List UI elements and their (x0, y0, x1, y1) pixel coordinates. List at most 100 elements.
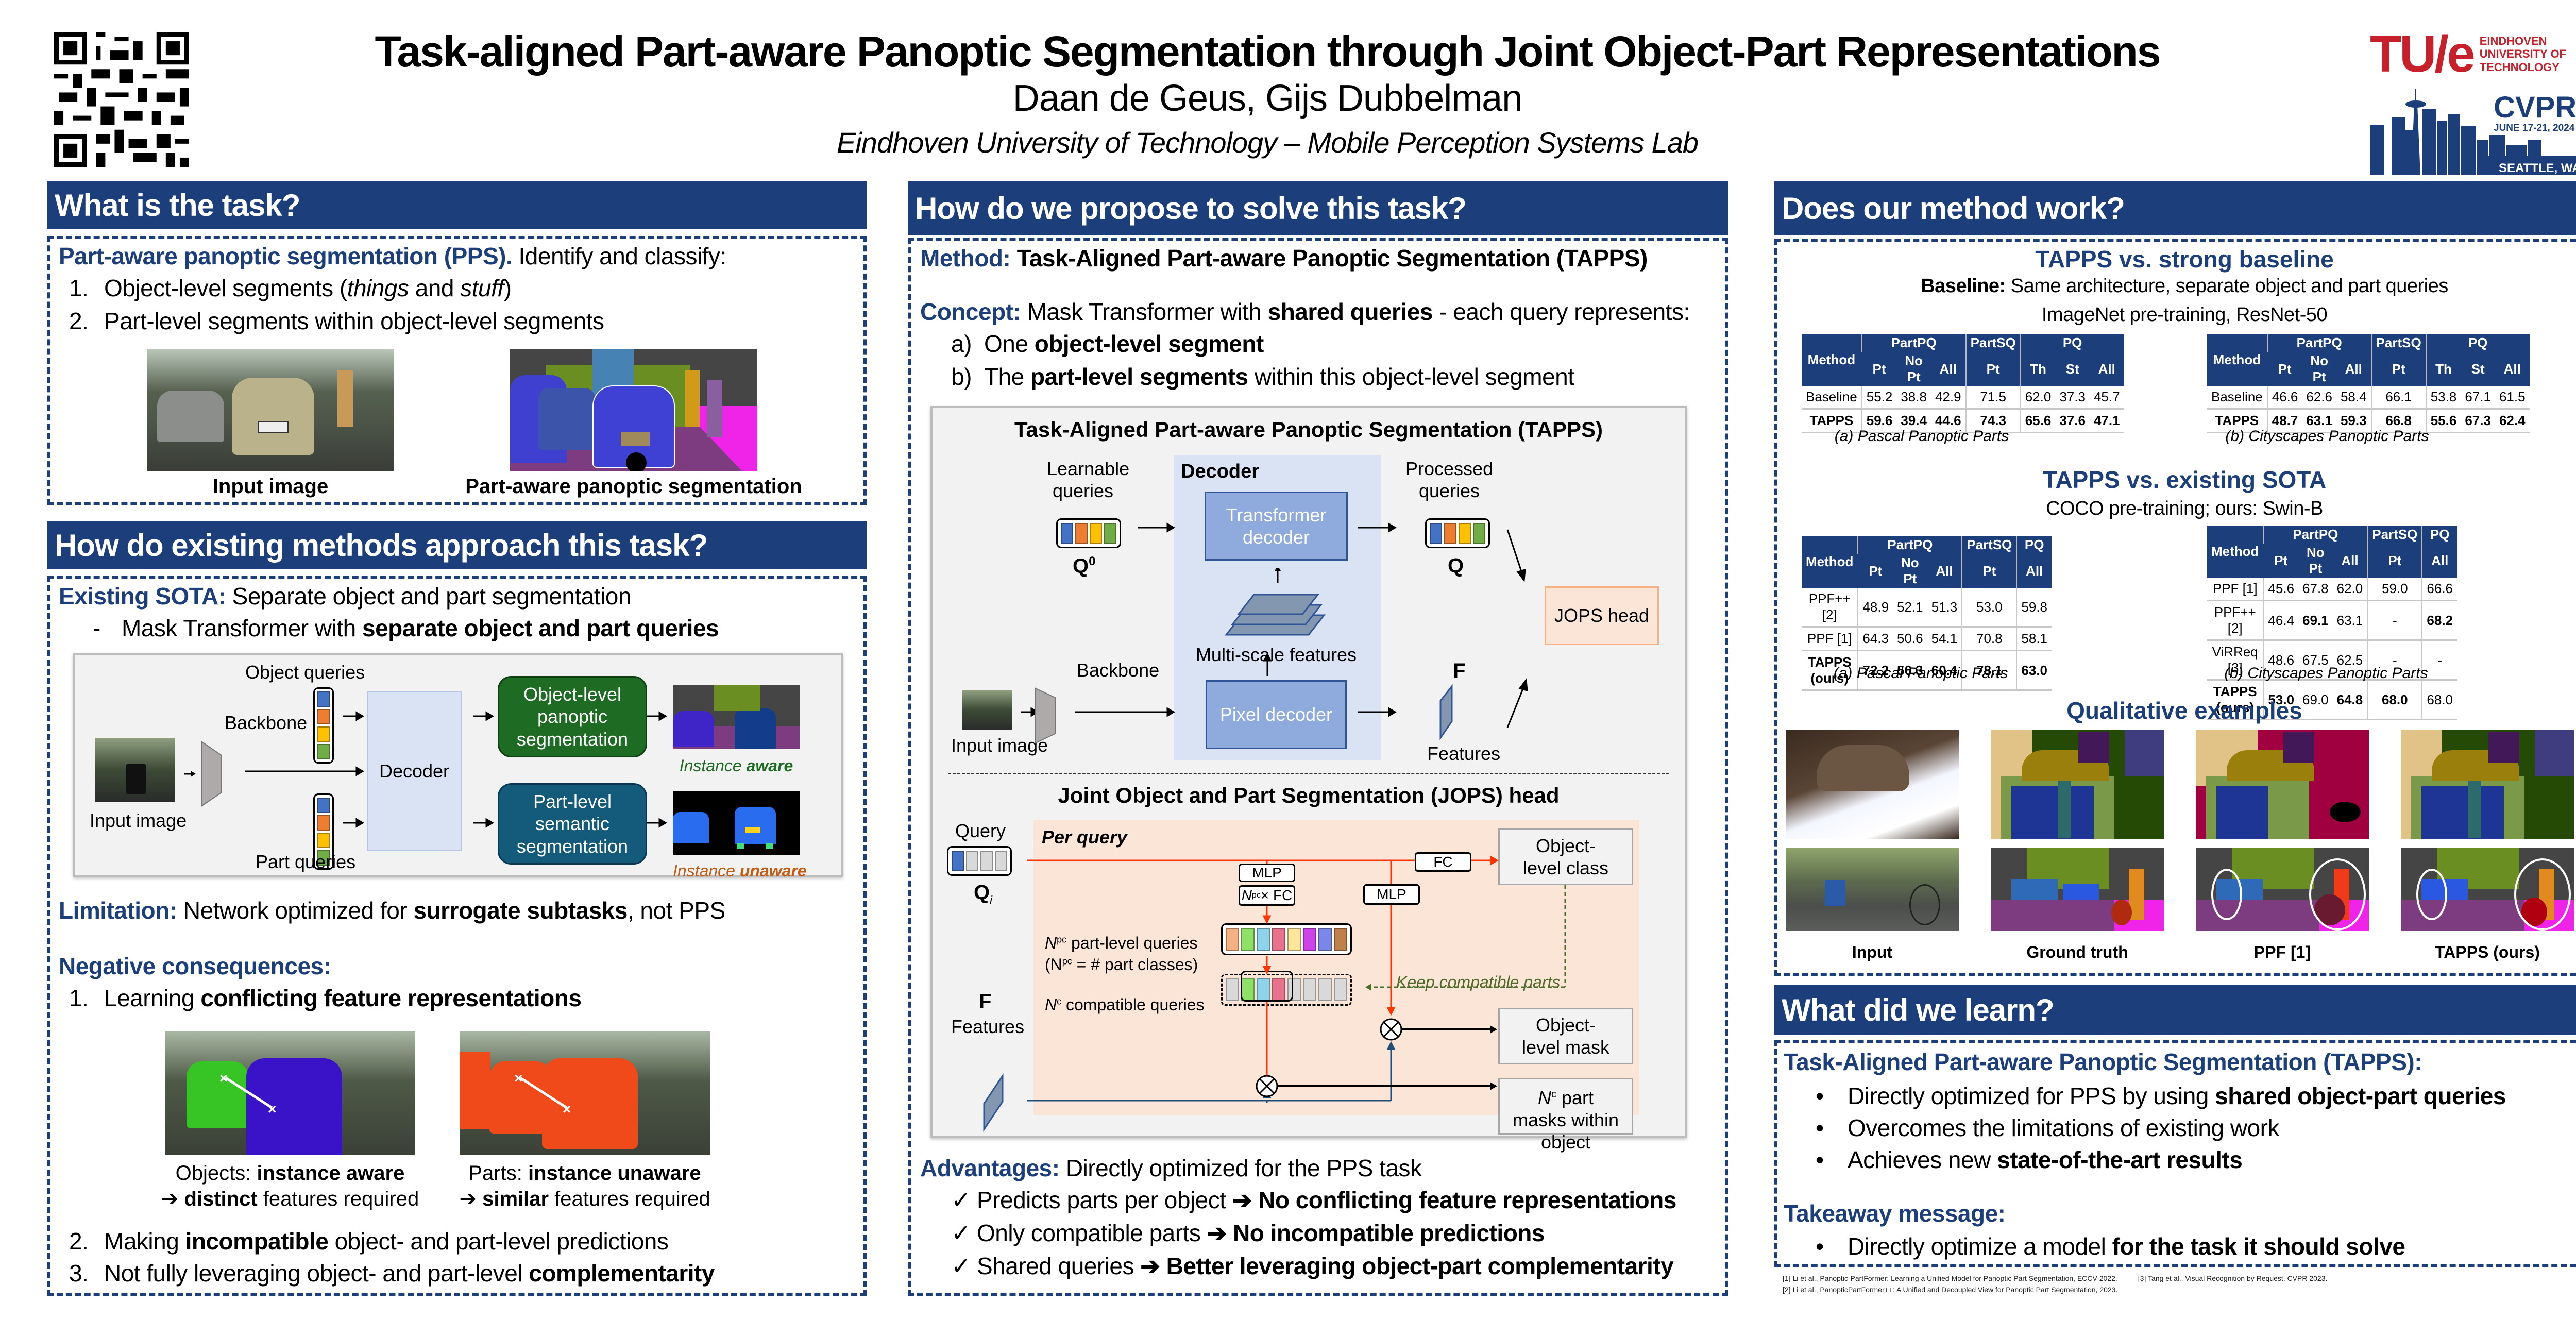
advantage-item-3: ✓Shared queries ➔ Better leveraging obje… (951, 1253, 1674, 1279)
reference-3: [3] Tang et al., Visual Recognition by R… (2138, 1274, 2328, 1282)
check-icon: ✓ (951, 1253, 971, 1279)
bullet-icon: • (1816, 1083, 1824, 1109)
table-cell-value: 62.5 (2332, 640, 2368, 681)
table-cell-value: 78.1 (1961, 650, 2017, 691)
learnable-queries-row (1056, 518, 1121, 548)
table-cell-value: 66.6 (2421, 578, 2458, 601)
table-cell-value: 54.1 (1927, 627, 1962, 651)
table-cell-method: TAPPS (2207, 409, 2268, 433)
objects-caption: Objects: instance aware ➔ distinct featu… (161, 1162, 419, 1210)
per-query-label: Per query (1042, 826, 1128, 848)
table-header-group: PQ (2016, 536, 2052, 554)
qi-label: Qi (974, 881, 993, 906)
pixel-decoder-box: Pixel decoder (1206, 680, 1347, 749)
table-cell-value: 55.2 (1861, 386, 1897, 410)
label-input-image: Input image (90, 810, 187, 831)
concept-item-b: b)The part-level segments within this ob… (951, 363, 1574, 390)
cvpr-name: CVPR (2494, 91, 2576, 124)
table-header-group: Method (2207, 334, 2267, 386)
references: [1] Li et al., Panoptic-PartFormer: Lear… (1783, 1273, 2327, 1296)
table-cell-method: Baseline (1802, 386, 1862, 410)
table-cell-value: 48.7 (2266, 409, 2302, 433)
table-header-column: All (2495, 352, 2530, 386)
qual-gt-cat (1991, 730, 2164, 839)
section-body-learn (1774, 1040, 2576, 1267)
table-cell-value: - (2367, 600, 2422, 641)
instance-aware-output (673, 685, 800, 749)
processed-queries-label: Processed queries (1405, 458, 1494, 502)
learn-item-1: •Directly optimized for PPS by using sha… (1816, 1083, 2506, 1109)
table-caption-baseline-pascal: (a) Pascal Panoptic Parts (1834, 428, 2009, 445)
tue-logo: TU/e EINDHOVEN UNIVERSITY OF TECHNOLOGY (2370, 26, 2576, 82)
table-cell-value: 58.1 (2016, 627, 2052, 651)
decoder-label: Decoder (1181, 461, 1260, 482)
keep-compatible-label: Keep compatible parts (1396, 973, 1561, 991)
table-header-column: Pt (1961, 554, 2017, 588)
table-cell-value: 44.6 (1930, 409, 1966, 433)
part-level-queries-row (1221, 923, 1352, 955)
takeaway-label: Takeaway message: (1784, 1200, 2006, 1227)
seattle-skyline-icon: CVPR JUNE 17-21, 2024 SEATTLE, WA (2370, 89, 2576, 175)
qual-tapps-cat (2401, 730, 2574, 839)
table-cell-value: 70.8 (1961, 627, 2017, 651)
negative-item-2: 2.Making incompatible object- and part-l… (69, 1228, 669, 1255)
jops-head-box: JOPS head (1545, 586, 1659, 645)
advantage-item-1: ✓Predicts parts per object ➔ No conflict… (951, 1187, 1676, 1213)
jops-diagram-title: Joint Object and Part Segmentation (JOPS… (1058, 783, 1560, 807)
advantage-item-2: ✓Only compatible parts ➔ No incompatible… (951, 1220, 1545, 1246)
table-cell-value: 51.3 (1927, 588, 1962, 628)
part-query-cell (1257, 928, 1270, 951)
learn-item-2: •Overcomes the limitations of existing w… (1816, 1114, 2279, 1141)
processed-queries-row (1425, 518, 1490, 548)
table-cell-value: 53.8 (2425, 386, 2461, 410)
table-header-group: PartSQ (1961, 536, 2017, 554)
baseline-title: TAPPS vs. strong baseline (2035, 246, 2334, 273)
jops-features-label: Features (951, 1016, 1025, 1037)
tue-wordmark: EINDHOVEN UNIVERSITY OF TECHNOLOGY (2479, 35, 2566, 74)
table-header-group: PartSQ (1965, 334, 2021, 352)
table-cell-value: 52.1 (1893, 588, 1927, 628)
table-header-column: All (2421, 544, 2458, 578)
table-cell-value: 63.0 (2016, 650, 2052, 691)
part-query-cell (1226, 928, 1239, 951)
cvpr-location: SEATTLE, WA (2499, 161, 2576, 175)
part-query-cell (1287, 928, 1301, 951)
bullet-icon: • (1816, 1233, 1824, 1260)
qr-code[interactable] (54, 32, 189, 167)
table-caption-sota-pascal: (a) Pascal Panoptic Parts (1833, 665, 2008, 682)
mlp-part-box: MLP (1239, 864, 1295, 882)
backbone-trapezoid (184, 741, 222, 807)
qual-tapps-street (2401, 848, 2574, 931)
table-cell-value: 45.7 (2089, 386, 2124, 410)
table-cell-value: 66.8 (2370, 409, 2426, 433)
table-cell-method: PPF++ [2] (1802, 588, 1859, 628)
parts-caption: Parts: instance unaware ➔ similar featur… (459, 1162, 710, 1210)
table-header-column: No Pt (2302, 352, 2336, 386)
qual-label-ppf: PPF [1] (2253, 943, 2311, 961)
parts-instance-unaware-image: ×× (460, 1031, 710, 1155)
table-cell-value: - (2367, 640, 2422, 681)
table-header-group: PartPQ (2266, 334, 2371, 352)
tapps-input-image (962, 690, 1012, 730)
qualitative-title: Qualitative examples (2066, 697, 2302, 724)
table-cell-value: 46.4 (2263, 600, 2299, 641)
table-cell-value: 62.0 (2020, 386, 2056, 410)
table-header-column: All (2336, 352, 2371, 386)
section-header-learn: What did we learn? (1774, 985, 2576, 1035)
check-icon: ✓ (951, 1220, 971, 1246)
table-header-group: PartPQ (2263, 526, 2368, 544)
table-header-column: Pt (2267, 352, 2302, 386)
table-cell-value: 37.6 (2055, 409, 2090, 433)
reference-2: [2] Li et al., PanopticPartFormer++: A U… (1783, 1286, 2118, 1294)
qual-gt-street (1991, 848, 2164, 931)
negative-consequences-heading: Negative consequences: (59, 953, 331, 979)
takeaway-item: •Directly optimize a model for the task … (1816, 1233, 2405, 1260)
task-intro: Part-aware panoptic segmentation (PPS). … (59, 243, 726, 269)
concept-item-a: a)One object-level segment (951, 330, 1264, 357)
part-masks-box: Nc part masks within object (1498, 1078, 1633, 1153)
